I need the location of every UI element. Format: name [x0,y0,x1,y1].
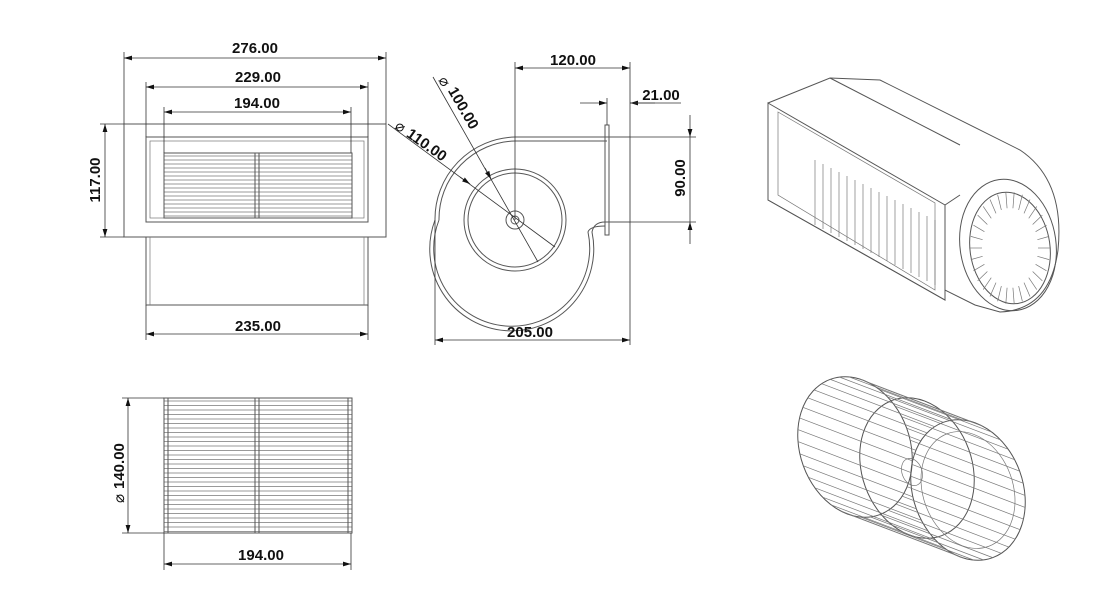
blade-line [831,504,945,549]
blade-line [814,389,928,434]
blade-line [997,285,1002,302]
blade-line [910,439,1024,484]
blade-line [1018,194,1023,211]
isometric-blower [767,77,1060,313]
blade-line [1035,224,1047,233]
front-dimensions: 276.00 229.00 194.00 117.00 235.00 [87,40,387,340]
iso-blower-blades [814,160,1050,304]
blade-line [869,382,983,427]
blade-line [982,277,992,290]
blade-line [808,476,922,521]
blade-line [977,271,988,282]
front-impeller-blades [164,155,352,217]
blade-line [1032,271,1043,282]
blade-line [1035,263,1047,272]
blade-line [822,496,936,541]
blade-line [860,516,974,561]
blade-line [911,464,1026,508]
blade-line [977,214,988,225]
blade-line [797,429,912,473]
blade-line [1005,192,1008,209]
svg-text:110.00: 110.00 [403,125,450,165]
blade-line [970,255,983,260]
blade-line [1032,214,1043,225]
blade-line [1023,199,1031,214]
blade-line [839,376,953,421]
blade-line [997,194,1002,211]
blade-line [1023,282,1031,297]
blade-line [989,199,997,214]
blade-line [887,396,1001,441]
blade-line [830,379,944,423]
side-dimensions: 120.00 21.00 90.00 205.00 ⌀ 100.00 ⌀ 110… [387,52,696,345]
blade-line [982,206,992,219]
impeller-view: ⌀ 140.00 194.00 [111,397,353,570]
dim-overall-width: 276.00 [232,40,278,57]
svg-text:140.00: 140.00 [111,443,128,489]
dim-inner-width: 229.00 [235,69,281,86]
blade-line [901,416,1015,461]
side-view [429,124,631,332]
blade-line [973,263,985,272]
blade-line [814,487,929,532]
svg-text:100.00: 100.00 [444,84,482,132]
blade-line [888,510,1002,554]
blade-line [970,236,983,241]
blade-line [878,388,992,433]
dim-flange-depth: 21.00 [642,87,680,104]
blade-line [1012,287,1015,304]
dim-impeller-width: 194.00 [234,95,280,112]
blade-line [879,514,993,558]
blade-line [1037,236,1050,241]
blade-line [894,405,1009,450]
blade-line [906,427,1020,472]
blade-line [803,465,917,510]
blade-line [1037,255,1050,260]
blade-line [799,417,913,462]
blade-line [1028,277,1038,290]
blade-line [910,475,1024,520]
blade-line [1018,285,1023,302]
svg-text:⌀: ⌀ [111,494,128,503]
blade-line [797,441,912,485]
blade-line [906,486,1021,531]
svg-text:⌀: ⌀ [435,74,454,90]
impeller-blades [164,400,352,532]
blade-line [1005,287,1008,304]
blade-line [870,516,984,561]
blade-line [1028,206,1038,219]
blade-line [1012,192,1015,209]
blade-line [973,224,985,233]
dim-flange-height: 117.00 [87,157,104,202]
blade-line [849,376,963,421]
blade-line [821,383,935,427]
blade-line [989,282,997,297]
isometric-impeller [797,376,1026,561]
blade-line [802,406,917,451]
blade-line [895,503,1009,548]
blade-line [799,453,913,498]
dim-overall-depth: 205.00 [507,324,553,341]
dim-inlet-diameter: ⌀ 100.00 [435,74,482,133]
dim-scroll-diameter: ⌀ 110.00 [392,117,450,165]
blade-line [840,510,954,555]
dim-impeller-view-width: 194.00 [238,547,284,564]
dim-body-width: 235.00 [235,318,281,335]
blade-line [807,397,921,442]
blade-line [911,452,1026,496]
dim-outlet-offset: 120.00 [550,52,596,69]
blade-line [902,495,1016,540]
dim-impeller-diameter: ⌀ 140.00 [111,443,128,503]
iso-impeller-blades [797,376,1026,561]
front-view [123,123,387,306]
dim-outlet-height: 90.00 [672,159,689,197]
